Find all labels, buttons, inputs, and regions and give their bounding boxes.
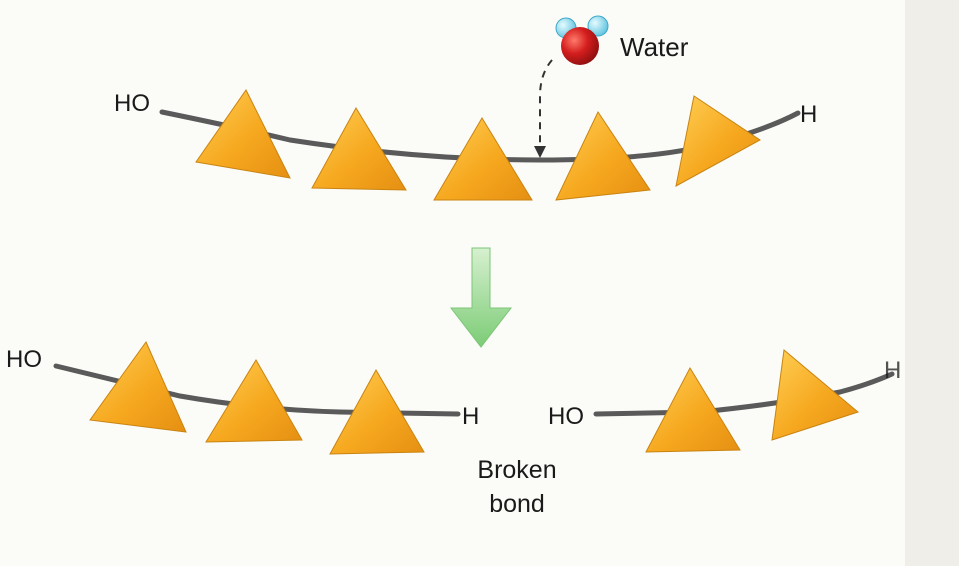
top-monomer-3 [433, 117, 533, 201]
bottom-left-fragment: HO H [6, 340, 479, 455]
bottom-left-monomer-1 [89, 340, 187, 433]
top-monomer-4 [555, 110, 651, 201]
page-edge-shade [905, 0, 959, 566]
reaction-arrow [449, 247, 513, 348]
left-fragment-backbone [53, 363, 461, 417]
broken-bond-label-line2: bond [489, 490, 545, 518]
dashed-arrow-head [534, 146, 546, 158]
oxygen-atom [561, 27, 599, 65]
broken-bond-label-line1: Broken [477, 456, 556, 484]
water-label: Water [620, 32, 689, 62]
top-h-label: H [800, 101, 817, 128]
hydrogen-atom-right [587, 15, 609, 37]
top-monomer-1 [195, 89, 291, 179]
bottom-right-ho-label: HO [548, 403, 584, 430]
bottom-left-h-label: H [462, 403, 479, 430]
top-polymer-chain: HO H [114, 89, 817, 201]
bottom-right-fragment: HO H [548, 349, 901, 453]
top-ho-label: HO [114, 90, 150, 117]
top-monomer-5 [675, 95, 761, 187]
dashed-arrow-line [539, 59, 553, 146]
bottom-right-monomer-1 [645, 366, 741, 453]
bottom-left-ho-label: HO [6, 346, 42, 373]
top-monomer-2 [311, 107, 407, 191]
bottom-left-monomer-3 [329, 368, 425, 455]
water-molecule [555, 15, 609, 65]
bottom-left-monomer-2 [205, 359, 303, 443]
bottom-right-monomer-2 [771, 349, 860, 441]
water-attack-arrow [534, 59, 553, 158]
down-arrow-icon [449, 247, 513, 348]
bottom-right-h-label: H [884, 357, 901, 384]
